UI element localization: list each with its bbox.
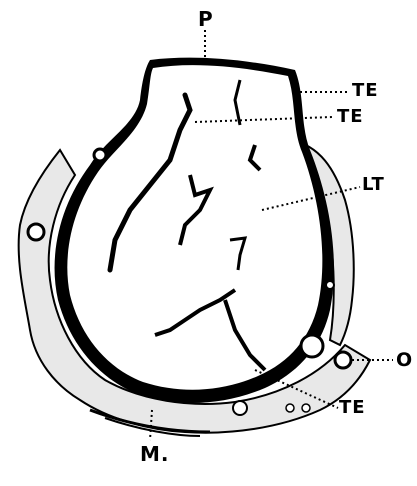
vessel-small-1: [286, 404, 294, 412]
label-te-bottom: TE: [339, 399, 366, 417]
label-m: M.: [140, 444, 170, 464]
vessel-right: [301, 335, 323, 357]
vessel-left: [28, 224, 44, 240]
label-o: O: [396, 351, 413, 370]
vessel-bottom: [233, 401, 247, 415]
label-p: P: [198, 9, 214, 29]
label-te-top: TE: [352, 82, 379, 100]
vessel-upper-left: [94, 149, 106, 161]
label-te-mid: TE: [337, 108, 364, 126]
vessel-mid-right: [326, 281, 334, 289]
label-lt: LT: [362, 176, 385, 194]
lobule-interior: [67, 65, 322, 390]
vessel-small-2: [302, 404, 310, 412]
vessel-o: [335, 352, 351, 368]
